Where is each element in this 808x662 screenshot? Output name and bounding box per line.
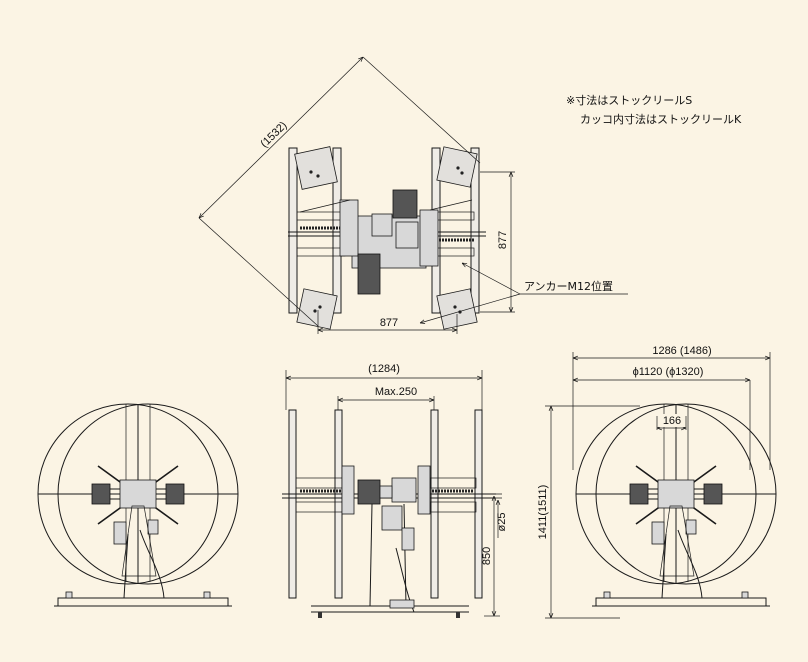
- front-overall-width: (1284): [368, 363, 400, 375]
- front-shaft-diameter: ø25: [496, 513, 508, 532]
- top-diagonal-dimension: (1532): [258, 119, 289, 150]
- top-width-dimension: 877: [380, 317, 398, 329]
- front-shaft-height: 850: [481, 547, 493, 565]
- top-view: (1532) 877 877 アンカーM12位置: [199, 57, 628, 334]
- anchor-position-label: アンカーM12位置: [524, 279, 613, 293]
- note-line-1: ※寸法はストックリールS: [566, 93, 692, 107]
- top-height-dimension: 877: [497, 231, 509, 249]
- right-side-view: 1286 (1486) ϕ1120 (ϕ1320) 166 1411(1511): [537, 345, 777, 619]
- side-flange-diameter: ϕ1120 (ϕ1320): [633, 366, 704, 378]
- side-overall-height: 1411(1511): [537, 485, 549, 540]
- front-max-width: Max.250: [375, 386, 417, 398]
- base-pad: [436, 288, 478, 330]
- base-pad: [296, 288, 338, 330]
- side-hub-dimension: 166: [663, 415, 681, 427]
- note-line-2: カッコ内寸法はストックリールK: [580, 112, 742, 126]
- base-pad: [294, 146, 338, 190]
- side-overall-width: 1286 (1486): [652, 345, 711, 357]
- flange-left-outer: [288, 147, 298, 314]
- front-view: (1284) Max.250 ø25 850: [282, 363, 508, 618]
- left-side-view: [37, 403, 239, 607]
